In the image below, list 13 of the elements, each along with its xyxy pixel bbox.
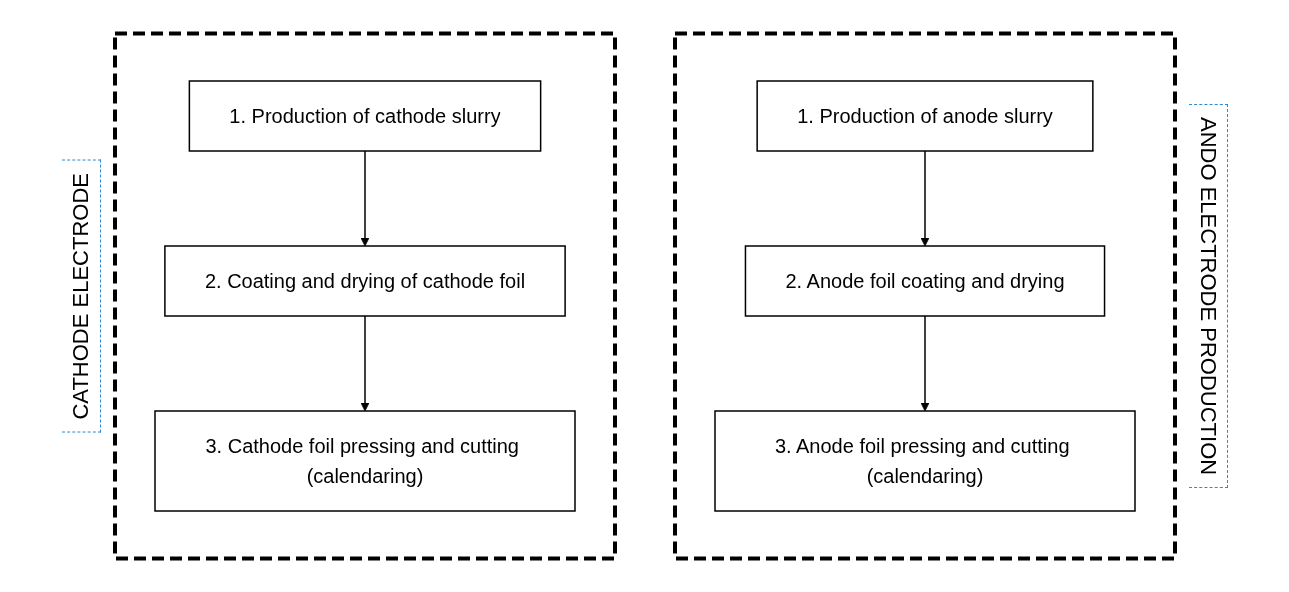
arrow — [360, 150, 369, 247]
node-box: 1. Production of anode slurry — [755, 80, 1094, 152]
cluster — [112, 31, 617, 561]
arrow — [920, 150, 929, 247]
arrow — [920, 315, 929, 412]
node-box: 2. Coating and drying of cathode foil — [163, 245, 566, 317]
node-box: 3. Cathode foil pressing and cutting (calendaring) — [153, 410, 576, 512]
arrow — [360, 315, 369, 412]
cluster — [672, 31, 1177, 561]
node-box: 1. Production of cathode slurry — [188, 80, 541, 152]
side-label: ANDO ELECTRODE PRODUCTION — [1188, 103, 1228, 489]
node-box: 2. Anode foil coating and drying — [744, 245, 1105, 317]
node-box: 3. Anode foil pressing and cutting (calendaring) — [713, 410, 1136, 512]
